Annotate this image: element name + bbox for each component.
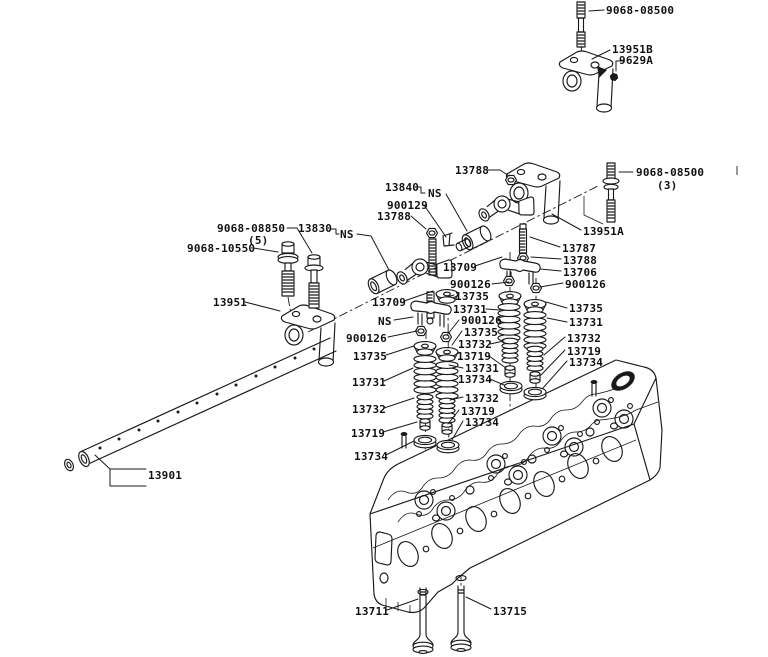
label-13734-1: 13734 — [458, 373, 492, 386]
label-ns-1: NS — [428, 187, 442, 200]
label-13719-3: 13719 — [351, 427, 385, 440]
label-13951: 13951 — [213, 296, 247, 309]
label-13951b: 13951B — [612, 43, 653, 56]
head-valve-seat-clusters — [414, 397, 634, 522]
label-13734-2: 13734 — [465, 416, 499, 429]
label-13719-2: 13719 — [461, 405, 495, 418]
rocker-shaft-13901 — [64, 337, 337, 472]
stud-13787 — [518, 223, 528, 254]
spring-column-4 — [523, 299, 547, 401]
label-13732-3: 13732 — [352, 403, 386, 416]
part-labels: 9068-08500 13951B 9629A 13788 13840 NS 9… — [148, 4, 704, 618]
label-qty-3: (3) — [657, 179, 677, 192]
leader-lines — [94, 9, 634, 611]
label-900126-1: 900126 — [450, 278, 491, 291]
bracket-13951B — [558, 50, 614, 113]
label-13731-2: 13731 — [465, 362, 499, 375]
cylinder-head — [369, 359, 663, 614]
label-9629a: 9629A — [619, 54, 653, 67]
label-13731-4: 13731 — [569, 316, 603, 329]
head-misc-details — [374, 371, 635, 613]
label-ns-2: NS — [340, 228, 354, 241]
label-13788-3: 13788 — [563, 254, 597, 267]
label-13719-1: 13719 — [457, 350, 491, 363]
stud-9068-08500-right — [602, 162, 620, 223]
label-13709-1: 13709 — [372, 296, 406, 309]
label-13732-4: 13732 — [567, 332, 601, 345]
label-900129: 900129 — [387, 199, 428, 212]
label-900126-2: 900126 — [565, 278, 606, 291]
label-13731-1: 13731 — [453, 303, 487, 316]
label-13719-4: 13719 — [567, 345, 601, 358]
label-13731-3: 13731 — [352, 376, 386, 389]
label-900126-3: 900126 — [346, 332, 387, 345]
bolt-9068-10550 — [277, 241, 299, 297]
label-13711: 13711 — [355, 605, 389, 618]
label-900126-4: 900126 — [461, 314, 502, 327]
clip-13840 — [442, 232, 472, 252]
label-qty-5: (5) — [248, 234, 268, 247]
adjust-screw-upper — [428, 238, 437, 276]
label-13735-2: 13735 — [464, 326, 498, 339]
label-9068-08500-right: 9068-08500 — [636, 166, 704, 179]
nut-9629A — [609, 72, 619, 82]
label-13706: 13706 — [563, 266, 597, 279]
bracket-13951A-callout-line — [583, 196, 604, 225]
scan-artifact — [736, 166, 738, 175]
label-13715: 13715 — [493, 605, 527, 618]
nut-13788-top — [504, 174, 518, 186]
head-port-ovals — [397, 436, 623, 567]
label-9068-08850: 9068-08850 — [217, 222, 285, 235]
label-13788-1: 13788 — [455, 164, 489, 177]
label-13788-2: 13788 — [377, 210, 411, 223]
label-9068-10550: 9068-10550 — [187, 242, 255, 255]
bolt-9068-08850 — [304, 254, 324, 309]
label-13709-2: 13709 — [443, 261, 477, 274]
label-13732-2: 13732 — [465, 392, 499, 405]
nut-900129 — [425, 227, 439, 239]
label-13735-1: 13735 — [455, 290, 489, 303]
label-ns-3: NS — [378, 315, 392, 328]
label-13901: 13901 — [148, 469, 182, 482]
label-13734-4: 13734 — [569, 356, 603, 369]
stud-9068-08500-top — [576, 1, 586, 48]
label-13734-3: 13734 — [354, 450, 388, 463]
rocker-bushing-lower-13709 — [365, 267, 400, 296]
label-9068-08500-top: 9068-08500 — [606, 4, 674, 17]
label-13830: 13830 — [298, 222, 332, 235]
label-13787: 13787 — [562, 242, 596, 255]
label-13735-4: 13735 — [569, 302, 603, 315]
valve-13715 — [450, 585, 472, 652]
valve-bridge-ns — [410, 300, 452, 328]
label-13951a: 13951A — [583, 225, 624, 238]
label-13735-3: 13735 — [353, 350, 387, 363]
label-13732-1: 13732 — [458, 338, 492, 351]
label-13840: 13840 — [385, 181, 419, 194]
